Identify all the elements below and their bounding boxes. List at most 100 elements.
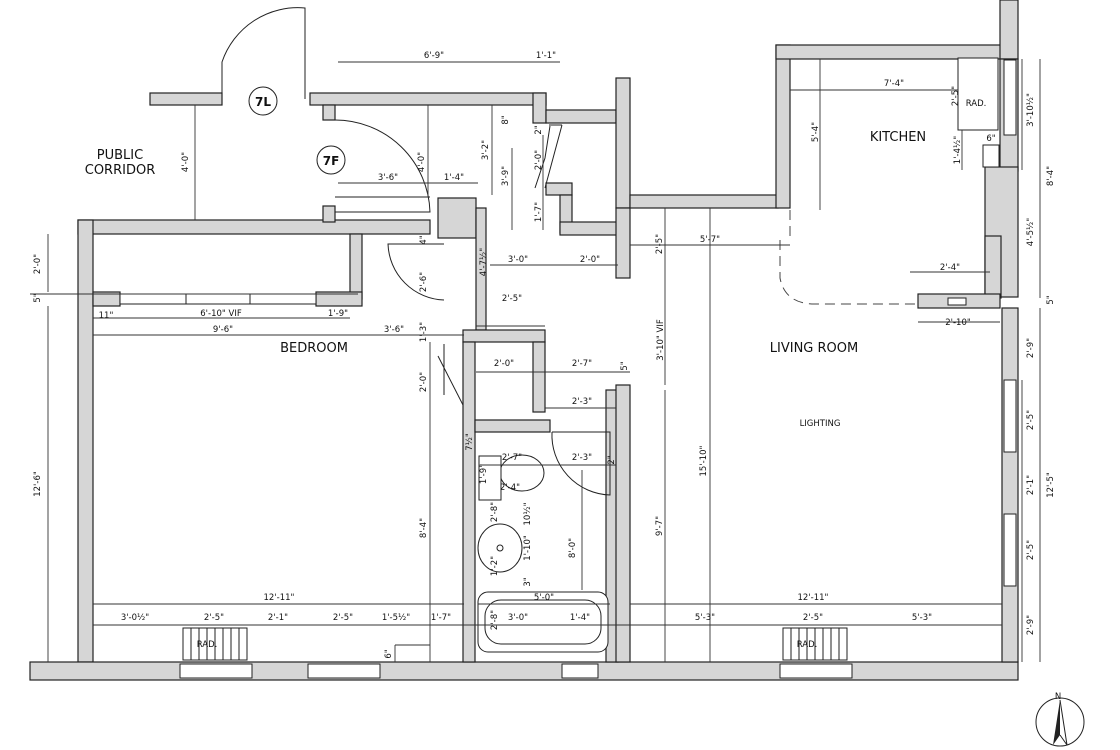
dimension-label-d14: 4'-0": [181, 152, 191, 172]
dimension-label-d15: 4'-0": [417, 152, 427, 172]
lighting-label: LIGHTING: [800, 419, 841, 429]
dimension-label-d82: 5'-3": [912, 613, 932, 623]
living-room-label: LIVING ROOM: [770, 341, 858, 356]
wall: [474, 419, 551, 433]
dimension-label-d16: 3'-6": [378, 173, 398, 183]
dimension-label-d30: 2'-6": [419, 272, 429, 292]
dimension-label-d53: 2": [607, 455, 617, 464]
window: [1003, 513, 1017, 587]
dimension-label-d33: 5": [1046, 295, 1056, 304]
dimension-label-d78: 3'-0": [508, 613, 528, 623]
dimension-label-d84: 6": [384, 649, 394, 658]
dimension-label-d12: 3'-9": [501, 166, 511, 186]
dimension-label-d29: 2'-4": [940, 263, 960, 273]
dimension-label-d23: 4": [419, 235, 429, 244]
door-tags: 7L 7F: [248, 86, 346, 175]
dimension-label-d60: 2'-8": [490, 502, 500, 522]
window: [1003, 379, 1017, 453]
room-labels: PUBLIC CORRIDOR BEDROOM LIVING ROOM KITC…: [85, 130, 926, 429]
dimension-label-d39: 1'-3": [419, 322, 429, 342]
kitchen-radiator: [957, 57, 999, 131]
wall: [77, 219, 94, 663]
public-corridor-label-2: CORRIDOR: [85, 163, 155, 178]
rad-bedroom-label: RAD.: [197, 640, 218, 650]
dimension-label-d40: 2'-5": [502, 294, 522, 304]
wall: [29, 661, 1019, 681]
dimension-label-d83: 2'-9": [1026, 615, 1036, 635]
dimension-label-d63: 8'-0": [568, 538, 578, 558]
dimension-label-d79: 1'-4": [570, 613, 590, 623]
dimension-label-d81: 2'-5": [803, 613, 823, 623]
dimension-label-d2: 1'-1": [536, 51, 556, 61]
dimension-label-d13: 1'-7": [534, 202, 544, 222]
dimension-label-d43: 2'-0": [494, 359, 514, 369]
dimension-label-d8: 8": [501, 115, 511, 124]
dimension-label-d27: 2'-5": [655, 234, 665, 254]
dimension-label-d76: 1'-7": [431, 613, 451, 623]
north-label: N: [1055, 692, 1061, 702]
dimension-label-d71: 3'-0½": [121, 613, 149, 623]
dimension-label-d32: 2'-10": [945, 318, 971, 328]
dimension-label-d58: 12'-6": [33, 471, 43, 497]
dimension-label-d73: 2'-1": [268, 613, 288, 623]
dimension-label-d57: 2'-1": [1026, 475, 1036, 495]
wall: [1001, 307, 1019, 663]
dimension-label-d19: 1'-4½": [953, 136, 963, 164]
dimension-label-d24: 4'-7½": [479, 248, 489, 276]
dimension-label-d47: 2'-3": [572, 397, 592, 407]
window: [307, 663, 381, 679]
wall: [77, 219, 431, 235]
dimension-label-d3: 7'-4": [884, 79, 904, 89]
dimension-label-d70: 12'-11": [798, 593, 829, 603]
wall: [462, 329, 546, 343]
door-tag-7l-circle: [248, 86, 278, 116]
dimension-label-d35: 6'-10" VIF: [200, 309, 242, 319]
dimension-label-d44: 2'-0": [419, 372, 429, 392]
dimension-label-d51: 2'-7": [502, 453, 522, 463]
dimension-label-d67: 3": [523, 577, 533, 586]
wall: [775, 44, 791, 209]
dimension-label-d36: 1'-9": [328, 309, 348, 319]
dimension-label-d61: 10½": [523, 502, 533, 525]
kitchen-label: KITCHEN: [870, 130, 926, 145]
dimension-label-d54: 1'-9": [479, 464, 489, 484]
dimension-label-d66: 1'-2": [490, 556, 500, 576]
window: [779, 663, 853, 679]
dimension-label-d59: 8'-4": [419, 518, 429, 538]
dimension-label-d37: 9'-6": [213, 325, 233, 335]
door-tag-7f-circle: [316, 145, 346, 175]
dimension-labels: 6'-9"1'-1"7'-4"2'-5"3'-10½"5'-4"8"3'-2"2…: [33, 51, 1056, 659]
dimension-label-d42: 2'-9": [1026, 338, 1036, 358]
dimension-label-d21: 4'-5½": [1026, 218, 1036, 246]
window: [1003, 59, 1017, 136]
door-swings: [221, 7, 918, 496]
wall: [437, 197, 477, 239]
rad-living-label: RAD.: [797, 640, 818, 650]
dimension-label-d38: 3'-6": [384, 325, 404, 335]
dimension-label-d69: 5'-0": [534, 593, 554, 603]
dimension-label-d46: 5": [620, 361, 630, 370]
dimension-label-d75: 1'-5½": [382, 613, 410, 623]
dimension-label-d34: 11": [99, 311, 114, 321]
dimension-label-d77: 2'-8": [490, 610, 500, 630]
wall: [775, 44, 1009, 60]
dimension-label-d62: 1'-10": [523, 535, 533, 561]
wall: [559, 221, 621, 236]
wall: [532, 341, 546, 413]
dimension-label-d49: 12'-5": [1046, 472, 1056, 498]
wall: [532, 92, 547, 124]
dimension-label-d68: 12'-11": [264, 593, 295, 603]
dimension-label-d74: 2'-5": [333, 613, 353, 623]
toilet-tank: [478, 455, 502, 501]
bedroom-radiator: [182, 627, 248, 661]
window: [561, 663, 599, 679]
dimension-label-d17: 1'-4": [444, 173, 464, 183]
dimension-lines: [30, 59, 1041, 662]
door-tag-7l: 7L: [255, 95, 271, 109]
wall: [615, 77, 631, 209]
wall: [545, 182, 573, 196]
wall: [462, 341, 476, 663]
dimension-label-d7: 5'-4": [811, 122, 821, 142]
dimension-label-d80: 5'-3": [695, 613, 715, 623]
